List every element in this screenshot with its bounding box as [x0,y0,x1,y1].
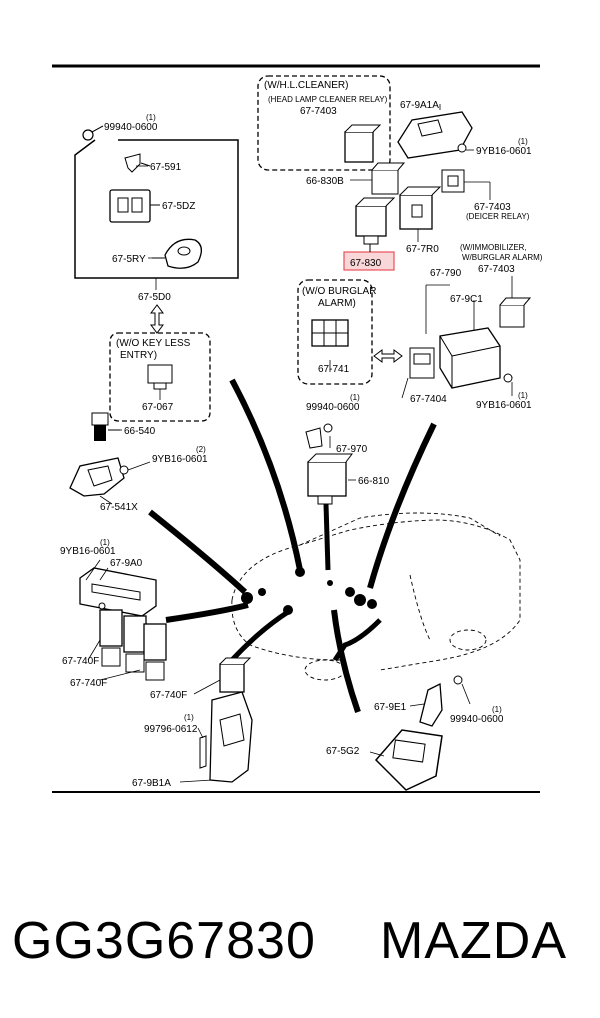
unit-66-810-icon [307,453,353,505]
label-67-790: 67-790 [430,268,462,279]
double-arrow-vertical-icon [150,304,164,334]
module-67-790-icon [439,327,501,389]
label-67-7403-a: 67-7403 [300,106,337,117]
label-66-540: 66-540 [124,426,156,437]
label-67-741: 67-741 [318,364,350,375]
label-9yb16-0601-b-qty: (1) [518,137,528,146]
label-67-740f-a: 67-740F [62,656,99,667]
label-67-5g2: 67-5G2 [326,746,360,757]
wo-burglar-box [297,279,373,385]
unit-67-5g2-icon [374,729,443,791]
key-fob-icon [152,238,202,269]
brand-name: MAZDA [380,912,567,970]
connector-67-7404-icon [409,347,435,379]
label-99940-0600-a: 99940-0600 [104,122,158,133]
label-67-7403-b: 67-7403 [474,202,511,213]
label-9yb16-0601-b: 9YB16-0601 [476,146,532,157]
label-67-9a0: 67-9A0 [110,558,143,569]
label-67-067: 67-067 [142,402,174,413]
relay-block-67-9a0-icon [79,567,157,617]
label-99940-0600-c: 99940-0600 [450,714,504,725]
connector-67-067-icon [147,364,173,390]
bolt-icon [82,125,104,141]
label-immobilizer-1: (W/IMMOBILIZER, [460,243,527,252]
label-67-591: 67-591 [150,162,182,173]
label-wo-burglar-1: (W/O BURGLAR [302,286,376,297]
label-66-810: 66-810 [358,476,390,487]
label-deicer-relay: (DEICER RELAY) [466,212,530,221]
label-67-9b1a: 67-9B1A [132,778,171,789]
bracket-67-9e1-icon [419,675,463,727]
label-99796-0612: 99796-0612 [144,724,198,735]
leader-lines [85,104,513,783]
label-9yb16-0601-d-qty: (1) [100,538,110,547]
label-9yb16-0601-c: 9YB16-0601 [476,400,532,411]
label-67-541x: 67-541X [100,502,138,513]
label-67-5ry: 67-5RY [112,254,146,265]
label-wo-burglar-2: ALARM) [318,298,356,309]
label-99796-0612-qty: (1) [184,713,194,722]
bracket-67-541x-icon [69,457,129,497]
double-arrow-horizontal-icon [373,349,403,363]
label-wo-keyless-2: ENTRY) [120,350,157,361]
label-whl-cleaner: (W/H.L.CLEANER) [264,80,348,91]
clip-67-970-icon [305,423,333,449]
bracket-67-9b1a-icon [199,691,253,783]
label-67-830: 67-830 [350,258,382,269]
label-67-740f-b: 67-740F [70,678,107,689]
caption-bar: GG3G67830 MAZDA [0,896,600,986]
relay-67-7r0-icon [399,186,442,230]
label-66-830b: 66-830B [306,176,344,187]
label-67-9c1: 67-9C1 [450,294,483,305]
label-99940-0600-b: 99940-0600 [306,402,360,413]
label-67-5dz: 67-5DZ [162,201,195,212]
highlight-67-830-box [343,251,395,271]
label-99940-0600-a-qty: (1) [146,113,156,122]
label-67-7r0: 67-7R0 [406,244,439,255]
label-99940-0600-b-qty: (1) [350,393,360,402]
label-9yb16-0601-a: 9YB16-0601 [152,454,208,465]
label-67-9e1: 67-9E1 [374,702,407,713]
label-head-lamp-relay: (HEAD LAMP CLEANER RELAY) [268,95,388,104]
label-9yb16-0601-a-qty: (2) [196,445,206,454]
relay-head-lamp-icon [344,124,382,163]
label-9yb16-0601-d: 9YB16-0601 [60,546,116,557]
whl-cleaner-box [257,75,391,171]
pointer-lines [148,378,437,713]
relay-67-740f-c-icon [219,657,252,693]
label-67-740f-c: 67-740F [150,690,187,701]
pointer-tips [241,567,377,615]
relay-67-830-icon [355,197,396,245]
relay-immobilizer-icon [499,297,532,328]
label-67-7403-c: 67-7403 [478,264,515,275]
relay-deicer-icon [441,169,465,193]
relays-67-740f-icon [99,609,167,681]
part-number: GG3G67830 [12,912,316,970]
label-immobilizer-2: W/BURGLAR ALARM) [462,253,543,262]
relay-66-830b-icon [371,162,406,195]
wo-keyless-box [109,332,211,422]
relay-bracket-9a1a-icon [397,111,473,159]
label-67-5d0: 67-5D0 [138,292,171,303]
label-67-7404: 67-7404 [410,394,447,405]
switch-66-540-icon [91,412,120,441]
label-wo-keyless-1: (W/O KEY LESS [116,338,191,349]
car-outline [231,512,521,681]
connector-67-741-icon [311,319,349,347]
label-99940-0600-c-qty: (1) [492,705,502,714]
label-67-9a1a: 67-9A1A [400,100,439,111]
bracket-67-591-icon [124,153,151,173]
keyless-group-outline [74,139,239,279]
nut-9yb16-c-icon [503,373,513,383]
label-67-970: 67-970 [336,444,368,455]
label-9yb16-0601-c-qty: (1) [518,391,528,400]
receiver-67-5dz-icon [109,189,160,223]
